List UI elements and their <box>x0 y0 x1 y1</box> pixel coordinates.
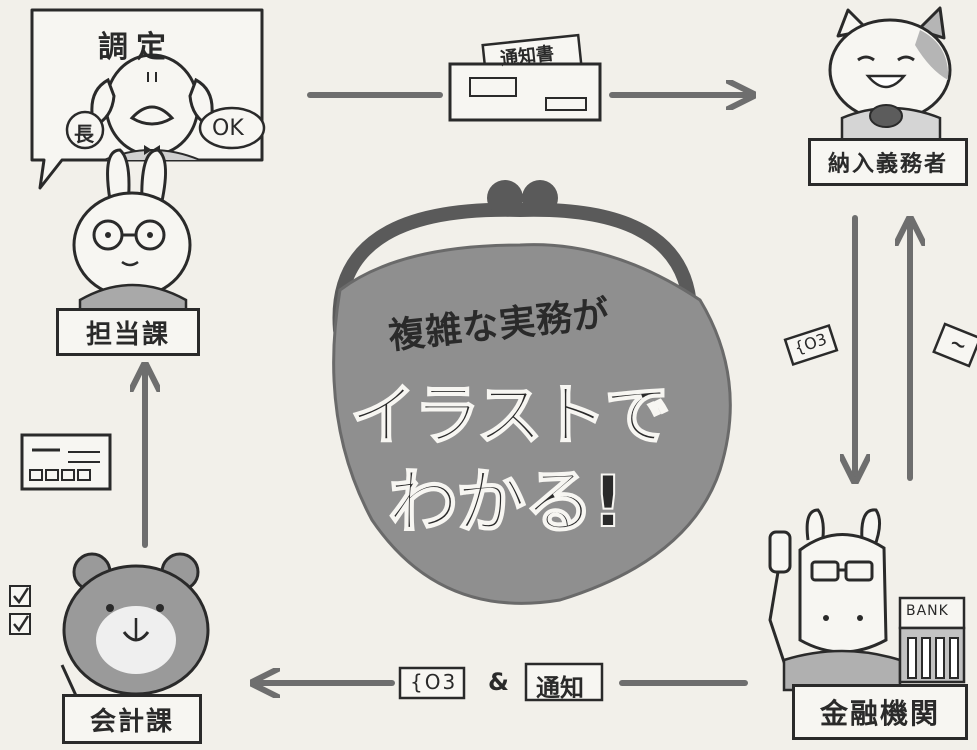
bottom-payment-tag-label: {O3 <box>410 670 458 694</box>
payment-slip-icon <box>20 433 112 491</box>
purse-illustration <box>332 180 732 605</box>
bear-illustration <box>60 552 210 701</box>
cat-illustration <box>828 6 952 142</box>
bottom-payment-tag <box>398 666 466 700</box>
accounting-section-label: 会計課 <box>62 694 202 744</box>
bottom-notice-tag <box>524 662 604 702</box>
ok-label: OK <box>212 116 244 141</box>
ok-speech-bubble <box>198 106 266 150</box>
chief-badge-label: 長 <box>74 122 94 146</box>
bank-building <box>898 596 966 684</box>
department-in-charge-label: 担当課 <box>56 308 200 356</box>
chief-badge <box>65 110 105 150</box>
bank-sign: BANK <box>906 603 949 619</box>
financial-institution-label: 金融機関 <box>792 684 968 740</box>
bottom-connector: & <box>488 668 509 696</box>
bottom-notice-tag-label: 通知 <box>536 674 584 702</box>
notice-envelope-icon <box>448 33 602 122</box>
center-title-line3: わかる! <box>387 460 625 544</box>
center-title-line2: イラストで <box>349 376 672 455</box>
horse-banker-illustration <box>768 508 902 692</box>
receipt-tag-right <box>932 322 977 368</box>
payment-tag-right <box>783 323 839 367</box>
rabbit-illustration <box>72 148 192 314</box>
checklist-icon <box>9 585 31 635</box>
taxpayer-label: 納入義務者 <box>808 138 968 186</box>
assessment-label: 調定 <box>98 30 174 65</box>
